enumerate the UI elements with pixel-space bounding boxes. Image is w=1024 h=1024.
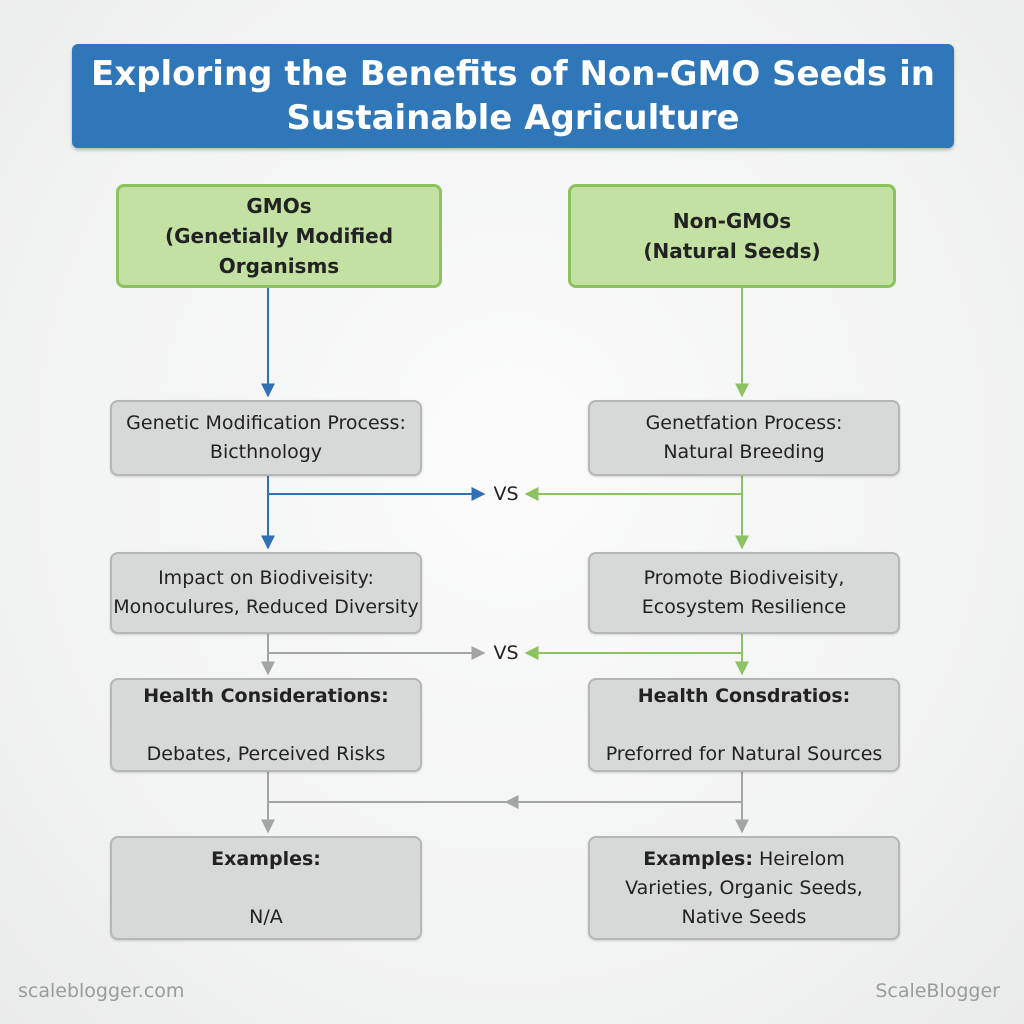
gmo-header-text: GMOs (Genetially Modified Organisms xyxy=(164,194,394,278)
nongmo-biodiversity-box: Promote Biodiveisity, Ecosystem Resilien… xyxy=(588,552,900,634)
gmo-header-box: GMOs (Genetially Modified Organisms xyxy=(116,184,442,288)
nongmo-health-title: Health Consdratios: xyxy=(637,684,851,707)
gmo-biodiversity-text: Impact on Biodiveisity: Monoculures, Red… xyxy=(113,567,419,618)
gmo-examples-box: Examples: N/A xyxy=(110,836,422,940)
gmo-process-box: Genetic Modification Process: Bicthnolog… xyxy=(110,400,422,476)
nongmo-examples-text: Heirelom Varieties, Organic Seeds, Nativ… xyxy=(625,847,863,928)
nongmo-biodiversity-text: Promote Biodiveisity, Ecosystem Resilien… xyxy=(641,567,847,618)
gmo-biodiversity-box: Impact on Biodiveisity: Monoculures, Red… xyxy=(110,552,422,634)
nongmo-header-box: Non-GMOs (Natural Seeds) xyxy=(568,184,896,288)
nongmo-process-text: Genetfation Process: Natural Breeding xyxy=(645,412,843,463)
nongmo-examples-box: Examples: Heirelom Varieties, Organic Se… xyxy=(588,836,900,940)
nongmo-process-box: Genetfation Process: Natural Breeding xyxy=(588,400,900,476)
page-title: Exploring the Benefits of Non-GMO Seeds … xyxy=(91,54,935,138)
vs-label: VS xyxy=(493,483,519,505)
nongmo-health-text: Preforred for Natural Sources xyxy=(605,742,883,765)
gmo-examples-text: N/A xyxy=(249,905,283,928)
nongmo-health-box: Health Consdratios: Preforred for Natura… xyxy=(588,678,900,772)
gmo-health-text: Debates, Perceived Risks xyxy=(146,742,386,765)
gmo-health-title: Health Considerations: xyxy=(143,684,389,707)
footer-brand: ScaleBlogger xyxy=(875,980,1000,1002)
vs-label: VS xyxy=(493,642,519,664)
nongmo-examples-title: Examples: xyxy=(643,847,753,870)
gmo-health-box: Health Considerations: Debates, Perceive… xyxy=(110,678,422,772)
nongmo-header-text: Non-GMOs (Natural Seeds) xyxy=(643,209,821,263)
gmo-examples-title: Examples: xyxy=(211,847,321,870)
title-banner: Exploring the Benefits of Non-GMO Seeds … xyxy=(72,44,954,148)
gmo-process-text: Genetic Modification Process: Bicthnolog… xyxy=(126,412,406,463)
footer-website: scaleblogger.com xyxy=(18,980,185,1002)
